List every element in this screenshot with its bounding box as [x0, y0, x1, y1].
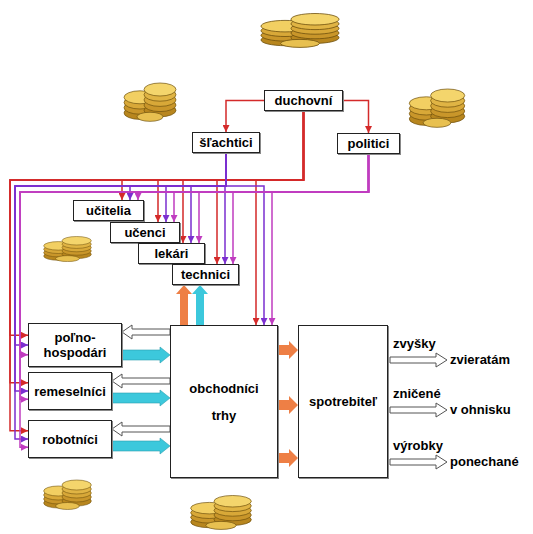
output-arrow [390, 353, 447, 367]
flow-arrow [226, 153, 264, 325]
coin-pile [124, 83, 176, 121]
box-label: technici [181, 267, 230, 282]
role-box: učenci [110, 222, 180, 243]
flow-arrow [226, 101, 264, 133]
role-box: obchodníci trhy [170, 325, 278, 478]
role-box: duchovní [264, 90, 343, 111]
flow-arrow [176, 285, 192, 325]
box-label: duchovní [275, 93, 333, 108]
output-arrow [390, 403, 447, 417]
flow-arrow [278, 396, 298, 414]
role-box: robotníci [28, 420, 112, 458]
box-label: spotrebiteľ [309, 394, 377, 409]
flow-arrow [272, 154, 369, 325]
coin-pile [409, 89, 464, 127]
role-box: šľachtici [192, 132, 260, 153]
coin-pile [44, 480, 92, 510]
flow-arrow [122, 347, 170, 363]
outcome-label: zvyšky [393, 336, 436, 351]
flow-arrow [278, 449, 298, 467]
role-box: poľno- hospodári [28, 323, 122, 367]
box-label: trhy [212, 408, 237, 423]
box-label: obchodníci [189, 381, 258, 396]
flow-arrow [112, 422, 170, 436]
flow-arrow [158, 111, 304, 222]
flow-arrow [233, 154, 369, 264]
flow-arrow [112, 374, 170, 388]
outcome-label: zvieratám [450, 352, 510, 367]
flow-arrow [166, 153, 226, 222]
box-label: učitelia [86, 203, 131, 218]
box-label: šľachtici [199, 135, 252, 150]
output-arrow [390, 455, 447, 469]
flow-arrow [112, 438, 170, 454]
flow-arrow [138, 154, 369, 200]
role-box: remeselníci [28, 372, 112, 410]
flow-arrow [343, 101, 369, 134]
role-box: technici [172, 264, 239, 285]
flow-arrow [122, 325, 170, 339]
box-label: robotníci [42, 432, 98, 447]
role-box: politici [337, 133, 400, 154]
box-label: politici [348, 136, 390, 151]
role-box: spotrebiteľ [298, 325, 388, 478]
flow-arrow [278, 341, 298, 359]
box-label: učenci [124, 225, 165, 240]
role-box: učitelia [73, 200, 144, 221]
flow-arrow [192, 285, 208, 325]
flow-arrow [199, 154, 369, 243]
coin-pile [44, 237, 92, 262]
coin-pile [191, 496, 252, 530]
flow-arrow [191, 153, 226, 243]
outcome-label: ponechané [450, 454, 519, 469]
flow-arrow [15, 153, 226, 345]
box-label: poľno- hospodári [29, 330, 121, 360]
box-label: lekári [155, 246, 189, 261]
flow-arrow [10, 111, 304, 335]
outcome-label: výrobky [393, 438, 443, 453]
flow-arrow [183, 111, 304, 243]
role-box: lekári [138, 243, 205, 264]
outcome-label: zničené [393, 386, 441, 401]
coin-pile [261, 14, 339, 48]
box-label: remeselníci [34, 384, 106, 399]
outcome-label: v ohnisku [450, 402, 511, 417]
flow-arrow [130, 153, 226, 200]
flow-arrow [256, 111, 304, 325]
flow-arrow [112, 390, 170, 406]
